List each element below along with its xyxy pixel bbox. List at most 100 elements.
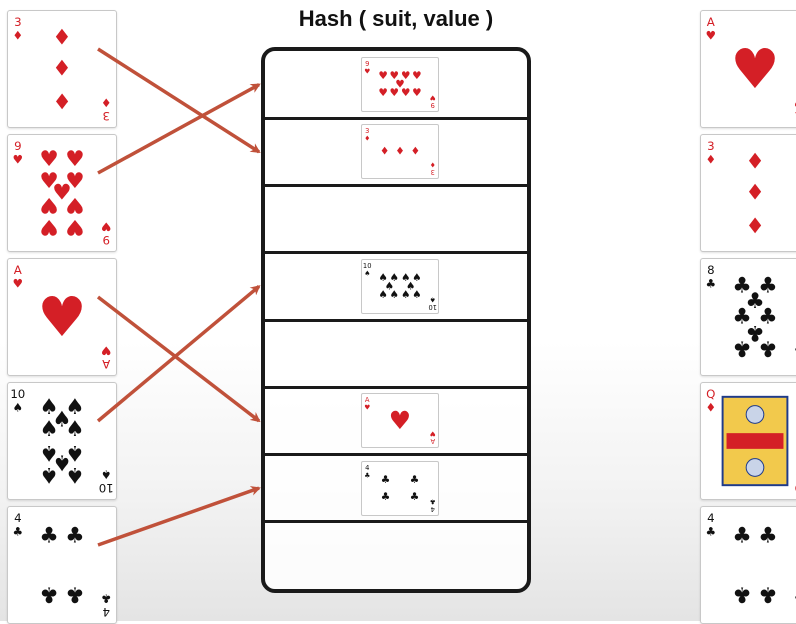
card-face: 4♣4♣♣♣♣♣ (13, 511, 112, 619)
card-3-diamonds: 3♦3♦♦♦♦ (7, 10, 117, 128)
card-face: 3♦3♦♦♦♦ (706, 139, 796, 247)
hearts-pip-icon: ♥ (65, 147, 84, 172)
card-face: 8♣8♣♣♣♣♣♣♣♣♣ (706, 263, 796, 371)
card-rank-label: 10 (10, 387, 25, 401)
hearts-pip-icon: ♥ (389, 87, 399, 99)
card-rank-label: 4 (707, 511, 715, 525)
card-rank-label: 10 (428, 303, 437, 311)
card-ace-hearts: A♥A♥♥ (7, 258, 117, 376)
card-rank-label: 3 (365, 127, 369, 135)
spades-pip-icon: ♠ (39, 417, 58, 442)
card-rank-label: A (430, 438, 435, 446)
table-slot-card: 9♥9♥♥♥♥♥♥♥♥♥♥ (361, 57, 439, 113)
spades-icon: ♠ (430, 295, 436, 303)
clubs-pip-icon: ♣ (381, 490, 391, 502)
spades-icon: ♠ (101, 467, 112, 481)
mapping-arrow (97, 47, 261, 154)
hearts-pip-icon: ♥ (389, 70, 399, 82)
clubs-pip-icon: ♣ (758, 305, 777, 330)
diagram-title: Hash ( suit, value ) (298, 6, 494, 31)
spades-pip-icon: ♠ (389, 272, 399, 284)
spades-pip-icon: ♠ (39, 440, 58, 465)
hearts-icon: ♥ (101, 219, 112, 233)
clubs-pip-icon: ♣ (745, 289, 764, 314)
hearts-icon: ♥ (13, 153, 24, 167)
hearts-icon: ♥ (364, 68, 370, 76)
clubs-pip-icon: ♣ (758, 524, 777, 549)
clubs-pip-icon: ♣ (732, 335, 751, 360)
hearts-pip-icon: ♥ (412, 87, 422, 99)
mapping-arrow (97, 486, 261, 547)
card-4-clubs: 4♣4♣♣♣♣♣ (700, 506, 796, 624)
card-rank-label: A (102, 357, 110, 371)
hearts-pip-icon: ♥ (401, 70, 411, 82)
card-rank-label: 8 (707, 263, 715, 277)
spades-pip-icon: ♠ (401, 289, 411, 301)
hearts-pip-icon: ♥ (39, 214, 58, 239)
diamonds-pip-icon: ♦ (52, 26, 71, 51)
diamonds-pip-icon: ♦ (745, 181, 764, 206)
mapping-arrow (96, 295, 261, 423)
hearts-pip-icon: ♥ (37, 285, 86, 349)
hearts-pip-icon: ♥ (378, 70, 388, 82)
hearts-pip-icon: ♥ (401, 87, 411, 99)
card-face: A♥A♥♥ (706, 15, 796, 123)
table-slot-divider (265, 385, 527, 389)
card-rank-label: 9 (14, 139, 21, 153)
card-rank-label: 3 (431, 169, 435, 177)
diamonds-pip-icon: ♦ (52, 87, 71, 112)
card-ace-hearts: A♥A♥♥ (700, 10, 796, 128)
card-queen-diamonds: Q♦Q♦ (700, 382, 796, 500)
card-face: 3♦3♦♦♦♦ (364, 127, 436, 177)
diamonds-pip-icon: ♦ (380, 146, 390, 158)
diamonds-icon: ♦ (706, 401, 717, 415)
hearts-icon: ♥ (430, 430, 436, 438)
card-rank-label: 10 (363, 262, 372, 270)
spades-pip-icon: ♠ (39, 462, 58, 487)
card-rank-label: 4 (431, 505, 435, 513)
card-rank-label: 4 (102, 605, 110, 619)
clubs-pip-icon: ♣ (745, 320, 764, 345)
card-face: 10♠10♠♠♠♠♠♠♠♠♠♠♠ (10, 387, 113, 495)
diamonds-icon: ♦ (101, 95, 112, 109)
diamonds-icon: ♦ (706, 153, 717, 167)
diamonds-pip-icon: ♦ (52, 56, 71, 81)
table-slot-card: 3♦3♦♦♦♦ (361, 124, 439, 180)
hearts-pip-icon: ♥ (378, 87, 388, 99)
spades-pip-icon: ♠ (401, 272, 411, 284)
clubs-pip-icon: ♣ (65, 581, 84, 606)
card-rank-label: 3 (707, 139, 715, 153)
clubs-icon: ♣ (13, 525, 24, 539)
card-face: 10♠10♠♠♠♠♠♠♠♠♠♠♠ (363, 262, 437, 311)
spades-pip-icon: ♠ (378, 272, 388, 284)
hearts-pip-icon: ♥ (730, 37, 779, 101)
table-slot-divider (265, 520, 527, 524)
card-rank-label: Q (706, 387, 715, 401)
card-rank-label: Q (795, 481, 796, 495)
spades-pip-icon: ♠ (385, 280, 395, 292)
spades-pip-icon: ♠ (406, 280, 416, 292)
diamonds-pip-icon: ♦ (745, 150, 764, 175)
spades-pip-icon: ♠ (39, 395, 58, 420)
mapping-arrow (96, 285, 261, 423)
table-slot-divider (265, 184, 527, 187)
table-slot-divider (265, 318, 527, 322)
card-rank-label: 3 (14, 15, 21, 29)
spades-pip-icon: ♠ (412, 289, 422, 301)
table-slot-divider (265, 453, 527, 456)
spades-pip-icon: ♠ (65, 417, 84, 442)
table-slot-card: 4♣4♣♣♣♣♣ (361, 460, 439, 516)
clubs-pip-icon: ♣ (758, 274, 777, 299)
hearts-icon: ♥ (430, 94, 436, 102)
clubs-pip-icon: ♣ (65, 524, 84, 549)
clubs-pip-icon: ♣ (39, 524, 58, 549)
diamonds-icon: ♦ (794, 467, 796, 481)
clubs-pip-icon: ♣ (410, 490, 420, 502)
table-slot-card: A♥A♥♥ (361, 393, 439, 449)
clubs-icon: ♣ (364, 471, 370, 479)
spades-pip-icon: ♠ (65, 462, 84, 487)
clubs-icon: ♣ (706, 277, 717, 291)
card-rank-label: 4 (14, 511, 21, 525)
clubs-pip-icon: ♣ (39, 581, 58, 606)
hearts-pip-icon: ♥ (39, 147, 58, 172)
